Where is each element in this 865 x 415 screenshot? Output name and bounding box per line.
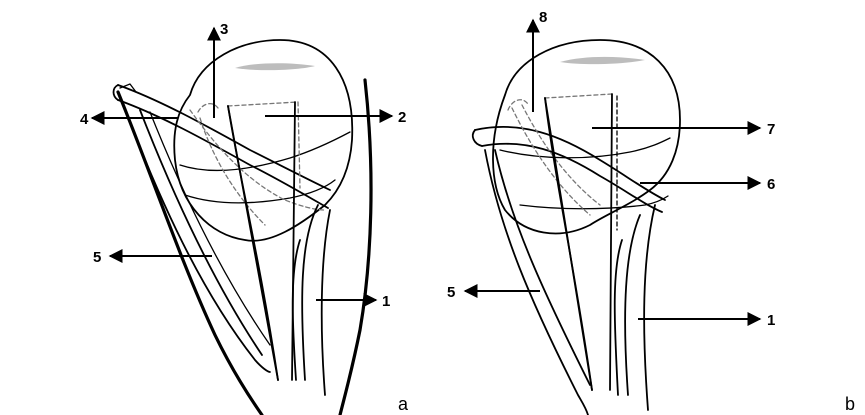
bulb-top-shade: [235, 63, 315, 70]
center-stalk: [610, 94, 612, 390]
right-stalk-outer: [625, 215, 640, 395]
right-sheath: [644, 205, 655, 410]
dotted-small: [508, 100, 528, 110]
right-stalk-inner: [615, 240, 622, 395]
stem-left-inner: [495, 150, 590, 385]
right-sheath: [322, 210, 330, 395]
panel-letter-b: b: [845, 394, 855, 414]
label-2: 2: [398, 109, 406, 126]
dotted-box: [545, 94, 612, 98]
dotted-curve-1: [512, 108, 590, 215]
outer-contour-left: [118, 92, 262, 415]
label-4: 4: [80, 111, 89, 128]
dotted-box: [228, 102, 300, 188]
outer-contour-right: [340, 80, 371, 415]
bulb-inner-curve: [180, 132, 350, 170]
bulb-inner-curve: [500, 138, 670, 158]
stem-left-outer: [485, 150, 588, 415]
label-7: 7: [767, 121, 775, 138]
bulb-top-shade: [560, 57, 645, 64]
panel-a: 3 4 2 5 1 a: [80, 21, 409, 415]
label-1: 1: [767, 312, 775, 329]
instrument-tip: [473, 130, 482, 146]
label-8: 8: [539, 9, 547, 26]
panel-letter-a: a: [398, 394, 409, 414]
bulb-lower-curve: [520, 196, 668, 209]
right-stalk-outer: [302, 205, 318, 380]
label-5: 5: [93, 249, 101, 266]
instrument-upper: [475, 127, 665, 200]
panel-b: 8 7 6 5 1 b: [447, 9, 855, 415]
label-5: 5: [447, 284, 455, 301]
label-1: 1: [382, 293, 390, 310]
bulb-outline: [493, 40, 680, 233]
label-3: 3: [220, 21, 228, 38]
label-6: 6: [767, 176, 775, 193]
